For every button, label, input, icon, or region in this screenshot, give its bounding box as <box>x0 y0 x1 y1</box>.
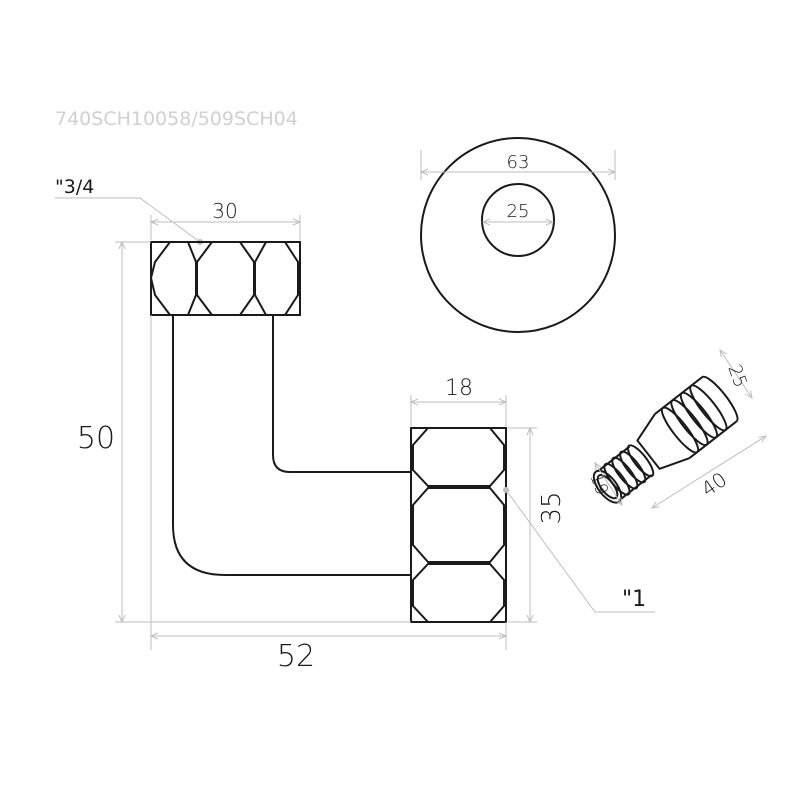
dim-iso-large: 25 <box>723 362 751 391</box>
right-fitting <box>410 427 507 623</box>
dim-line-iso-small <box>595 463 622 505</box>
dim-height: 50 <box>77 421 115 456</box>
pipe-outer <box>172 315 411 576</box>
dim-right-height: 35 <box>537 491 567 524</box>
thread-label-small: "3/4 <box>55 176 94 198</box>
pipe-inner <box>272 315 411 473</box>
dim-total-width: 52 <box>277 639 315 674</box>
dim-line-iso-length <box>652 436 766 508</box>
product-code: 740SCH10058/509SCH04 <box>55 108 298 130</box>
dim-flange-outer: 63 <box>507 152 530 173</box>
dim-iso-length: 40 <box>697 467 732 501</box>
dim-flange-inner: 25 <box>507 201 530 222</box>
dim-top-width: 30 <box>212 199 237 223</box>
thread-label-large: "1 <box>622 587 646 612</box>
dim-line-iso-large <box>720 350 752 398</box>
dim-right-width: 18 <box>445 376 473 401</box>
leader-line-small <box>55 197 201 243</box>
top-fitting <box>149 241 301 316</box>
leader-line-large <box>505 489 655 613</box>
